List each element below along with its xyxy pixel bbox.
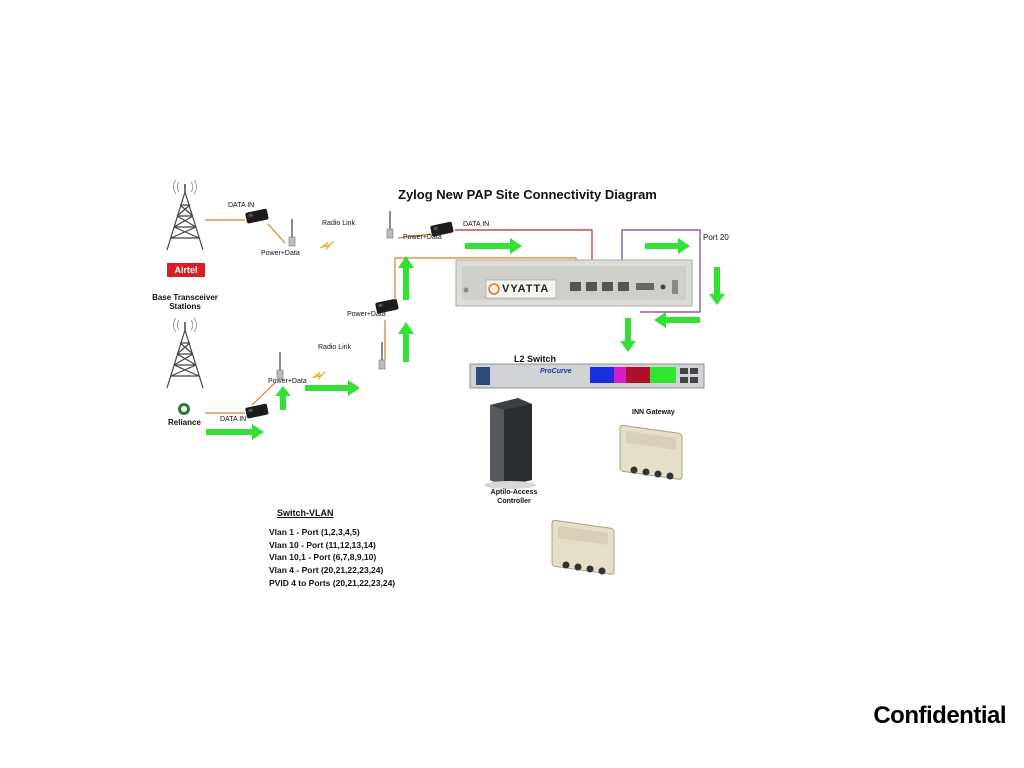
lightning-icon [319,240,335,251]
base-stations-label: Base Transceiver Stations [152,293,218,311]
gateway-box-icon [551,519,615,576]
airtel-logo: Airtel [167,263,205,277]
antenna-icon [276,351,284,380]
poe-injector-icon [245,403,269,419]
diagram-title: Zylog New PAP Site Connectivity Diagram [398,187,657,202]
gateway-box-icon [619,424,683,481]
radio-link-label: Radio Link [322,220,356,227]
antenna-icon [378,341,386,370]
antenna-icon [386,210,394,239]
l2-switch-label: L2 Switch [514,354,557,364]
vlan-line: Vlan 1 - Port (1,2,3,4,5) [269,527,360,537]
antenna-icon [288,218,296,247]
vlan-line: Vlan 4 - Port (20,21,22,23,24) [269,565,384,575]
tower-icon [166,317,204,389]
power-data-label: Power+Data [347,311,386,318]
vlan-line: Vlan 10 - Port (11,12,13,14) [269,540,376,550]
vlan-line: PVID 4 to Ports (20,21,22,23,24) [269,578,396,588]
procurve-label: ProCurve [540,368,572,375]
power-data-label: Power+Data [403,234,442,241]
port-20-label: Port 20 [703,233,729,242]
aptilo-label: Aptilo-Access Controller [490,489,538,505]
inn-gateway-label: INN Gateway [632,409,675,416]
data-in-label: DATA IN [228,202,255,209]
data-in-label: DATA IN [220,416,247,423]
vlan-line: Vlan 10,1 - Port (6,7,8,9,10) [269,552,377,562]
router-icon [455,259,693,307]
vlan-title: Switch-VLAN [277,508,334,518]
poe-injector-icon [245,208,269,224]
tower-icon [166,179,204,251]
power-data-label: Power+Data [268,378,307,385]
green-arrows [206,238,725,440]
data-in-label: DATA IN [463,221,490,228]
vyatta-label: VYATTA [502,283,550,295]
switch-icon [469,363,705,389]
lightning-icon [311,370,327,381]
power-data-label: Power+Data [261,250,300,257]
reliance-label: Reliance [168,418,201,427]
server-icon [484,398,536,489]
confidential-footer: Confidential [873,702,1006,729]
radio-link-label: Radio Link [318,344,352,351]
